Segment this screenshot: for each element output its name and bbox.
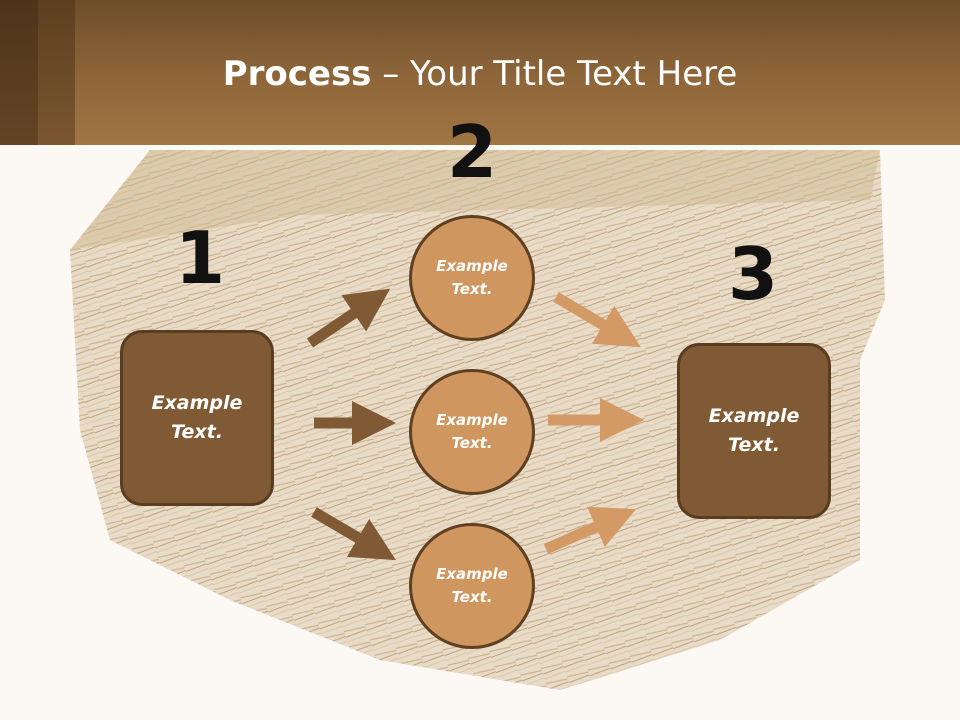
step-number-2: 2 xyxy=(446,110,498,194)
header-stripe-dark xyxy=(0,0,38,145)
circle-bottom-text: Example Text. xyxy=(436,565,508,606)
arrow-top-to-right xyxy=(553,292,641,348)
circle-middle: Example Text. xyxy=(409,369,535,495)
circle-top-text: Example Text. xyxy=(436,257,508,298)
arrow-left-to-bottom xyxy=(311,507,396,561)
circle-middle-text: Example Text. xyxy=(436,411,508,452)
right-box: Example Text. xyxy=(677,343,831,519)
step-number-3: 3 xyxy=(727,232,779,316)
arrow-left-to-top xyxy=(306,288,391,348)
header-bar xyxy=(0,0,960,145)
title-bold: Process xyxy=(222,54,372,94)
right-box-text: Example Text. xyxy=(708,405,800,456)
circle-top: Example Text. xyxy=(409,215,535,341)
left-box: Example Text. xyxy=(120,330,274,506)
header-stripe-mid xyxy=(38,0,75,145)
circle-bottom: Example Text. xyxy=(409,523,535,649)
arrow-bottom-to-right xyxy=(543,506,637,555)
left-box-text: Example Text. xyxy=(151,392,243,443)
step-number-1: 1 xyxy=(174,216,226,300)
title-rest: – Your Title Text Here xyxy=(371,54,738,94)
page-title: Process – Your Title Text Here xyxy=(0,52,960,96)
